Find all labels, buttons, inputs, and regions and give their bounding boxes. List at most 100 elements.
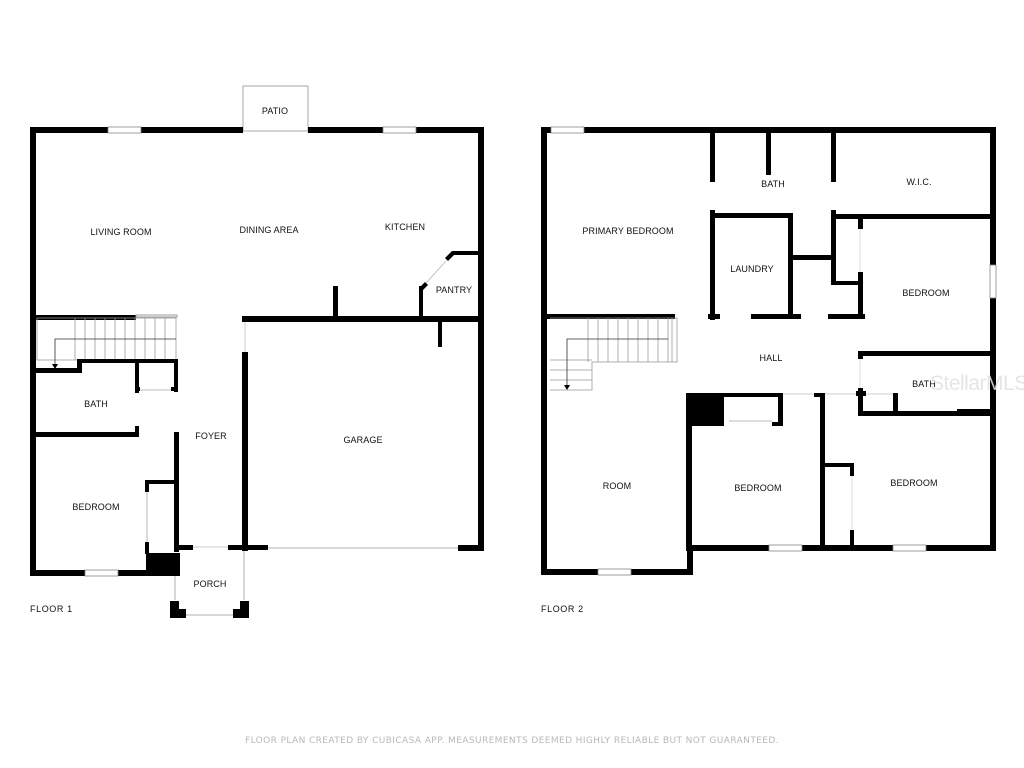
window [550, 126, 585, 134]
wall [36, 315, 136, 320]
wall [820, 463, 854, 467]
floor-1-plan [30, 85, 484, 618]
wall [458, 545, 484, 551]
room-label-bedroom: BEDROOM [72, 502, 120, 512]
wall [687, 545, 693, 575]
wall [135, 426, 139, 437]
room-label-living-room: LIVING ROOM [90, 227, 152, 237]
staircase [550, 317, 678, 391]
wall [333, 286, 338, 318]
wall [831, 210, 836, 285]
stair-rail [135, 314, 178, 318]
wall [77, 359, 82, 373]
floor-2-label: FLOOR 2 [541, 604, 584, 614]
wall [478, 127, 484, 551]
room-label-hall: HALL [759, 353, 783, 363]
wall [850, 530, 854, 548]
room-label-patio: PATIO [261, 106, 289, 116]
wall [778, 393, 783, 426]
wall [858, 388, 863, 415]
wall [850, 463, 854, 476]
wall [77, 359, 178, 363]
wall [135, 359, 139, 390]
room-label-primary-bath: BATH [761, 179, 785, 189]
room-label-pantry: PANTRY [435, 285, 473, 295]
wall [242, 352, 248, 551]
room-label-laundry: LAUNDRY [730, 264, 774, 274]
room-label-kitchen: KITCHEN [384, 222, 426, 232]
window [84, 569, 119, 577]
wall [788, 255, 835, 260]
wall [772, 422, 783, 426]
room-label-hall-bath: BATH [912, 379, 936, 389]
window [597, 568, 632, 576]
wall [135, 387, 139, 393]
window [382, 126, 417, 134]
floor-1-label: FLOOR 1 [30, 604, 73, 614]
wall [708, 314, 720, 319]
window [768, 544, 803, 552]
wall [858, 272, 863, 319]
wall [146, 553, 180, 576]
wall [766, 130, 771, 175]
room-label-foyer: FOYER [195, 431, 227, 441]
wall [36, 368, 80, 373]
floor-2-plan [541, 126, 997, 576]
wall [858, 351, 991, 356]
wall [893, 393, 898, 415]
wall [858, 217, 863, 229]
room-label-bedroom-center: BEDROOM [734, 483, 782, 493]
room-label-dining-area: DINING AREA [239, 225, 299, 235]
wall [828, 314, 865, 319]
wall [831, 214, 991, 219]
porch-column [170, 601, 186, 618]
wall [686, 393, 724, 426]
wall [814, 393, 824, 397]
wall [710, 130, 715, 182]
stellarmls-watermark: StellarMLS [930, 372, 1024, 395]
wall [174, 359, 178, 392]
room-label-porch: PORCH [193, 579, 227, 589]
wall [687, 545, 996, 551]
stair-arrow-icon [52, 364, 58, 369]
porch-column [233, 601, 249, 618]
wall [831, 281, 863, 285]
wall [36, 432, 139, 437]
window [989, 264, 997, 299]
room-label-wic: W.I.C. [906, 177, 932, 187]
wall [419, 286, 423, 318]
pantry-door-line [425, 260, 447, 284]
wall [990, 127, 996, 551]
staircase [36, 317, 177, 365]
wall [445, 251, 455, 261]
room-label-room: ROOM [602, 481, 632, 491]
stair-arrow-icon [564, 385, 570, 390]
wall [751, 314, 801, 319]
wall [856, 391, 866, 396]
wall [710, 213, 792, 218]
wall [419, 282, 428, 290]
wall [831, 130, 836, 182]
wall [547, 314, 675, 319]
window [107, 126, 142, 134]
wall [858, 351, 863, 359]
wall [957, 409, 991, 415]
wall [452, 251, 482, 255]
wall [145, 480, 178, 484]
wall [721, 393, 782, 397]
wall [171, 387, 178, 391]
wall [710, 210, 715, 320]
window [892, 544, 927, 552]
room-label-primary-bedroom: PRIMARY BEDROOM [582, 226, 674, 236]
wall [30, 127, 36, 576]
room-label-garage: GARAGE [343, 435, 383, 445]
wall [145, 542, 149, 554]
patio-outline [242, 85, 309, 132]
porch-outline [174, 550, 245, 616]
room-label-bedroom-southeast: BEDROOM [890, 478, 938, 488]
wall [541, 127, 547, 575]
wall [178, 545, 193, 550]
wall [145, 480, 149, 492]
wall [242, 316, 484, 322]
